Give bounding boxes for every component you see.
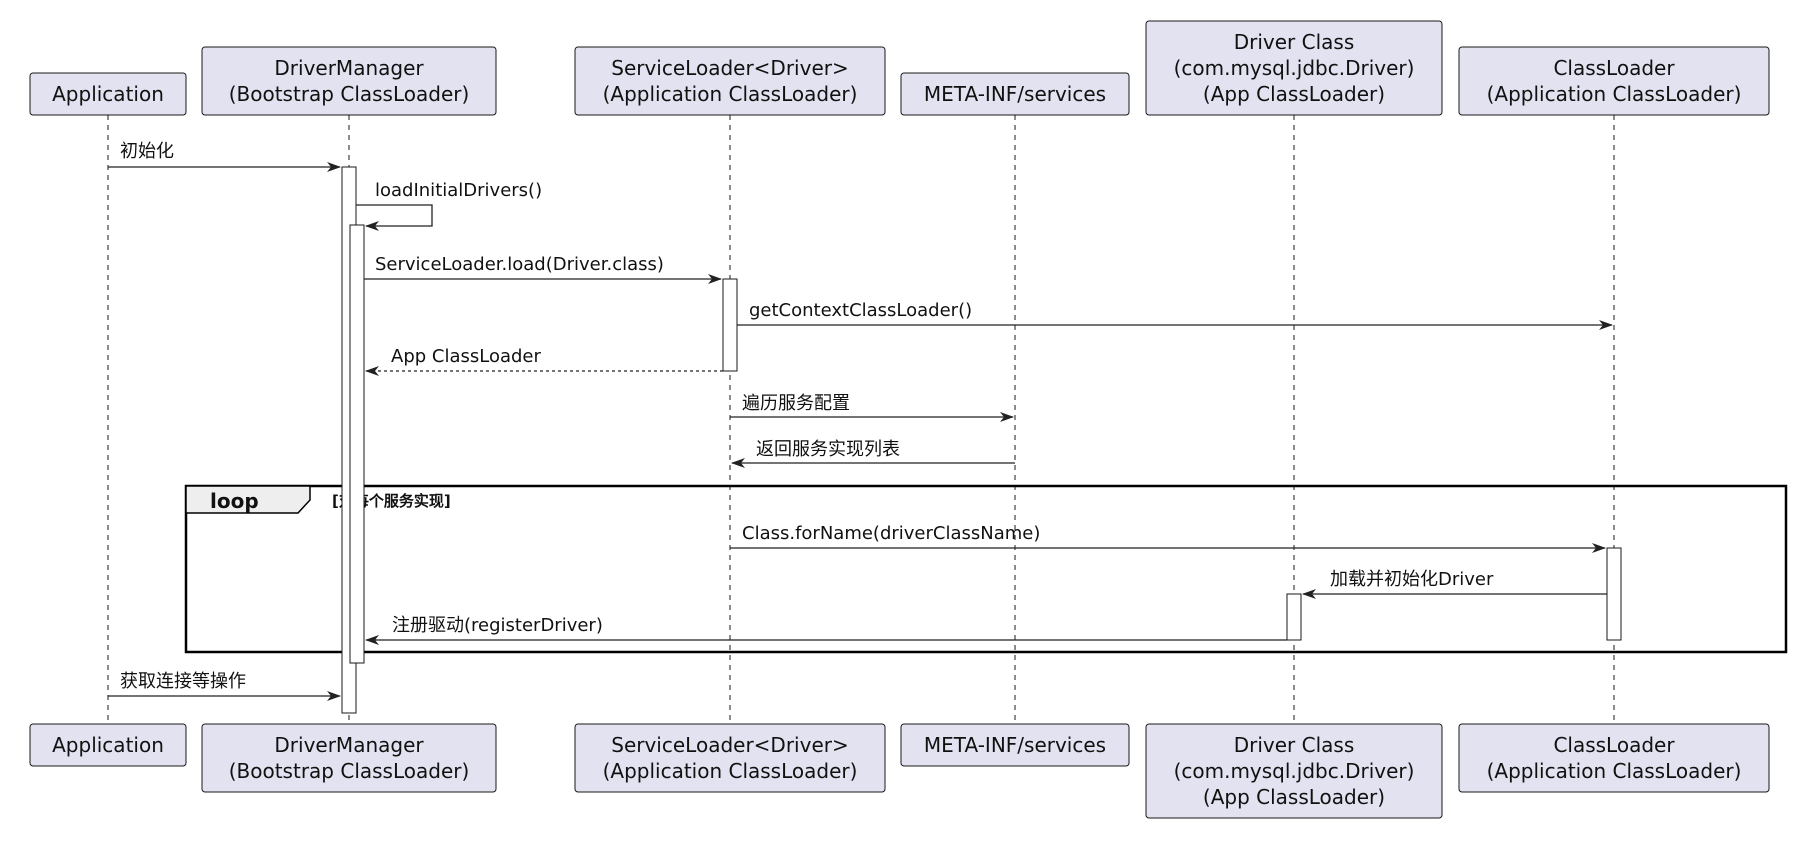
participant-dm-bottom: DriverManager(Bootstrap ClassLoader) — [201, 723, 497, 793]
participant-label: (com.mysql.jdbc.Driver) — [1174, 56, 1415, 80]
participant-label: META-INF/services — [924, 82, 1106, 106]
participant-app-top: Application — [29, 72, 187, 116]
participant-box — [1145, 20, 1443, 116]
activation-sl — [722, 278, 738, 372]
participant-label: ServiceLoader<Driver> — [611, 733, 848, 757]
message-load-initial-drivers: loadInitialDrivers() — [356, 180, 542, 231]
participant-label: (Application ClassLoader) — [603, 82, 858, 106]
participant-box — [574, 46, 886, 116]
message-label: ServiceLoader.load(Driver.class) — [375, 254, 664, 275]
participant-box — [574, 723, 886, 793]
loop-tab — [185, 485, 311, 514]
activation-bars — [341, 166, 1622, 714]
message-serviceloader-load: ServiceLoader.load(Driver.class) — [364, 254, 722, 284]
message-label: getContextClassLoader() — [749, 300, 972, 321]
participant-label: (Bootstrap ClassLoader) — [229, 759, 470, 783]
message-load-init-driver: 加载并初始化Driver — [1302, 569, 1607, 599]
participant-label: ClassLoader — [1553, 56, 1675, 80]
message-label: 加载并初始化Driver — [1330, 569, 1494, 590]
participant-app-bottom: Application — [29, 723, 187, 767]
participant-label: DriverManager — [274, 733, 424, 757]
participant-label: ClassLoader — [1553, 733, 1675, 757]
loop-fragment: loop[对每个服务实现] — [184, 484, 1788, 654]
participant-label: (Bootstrap ClassLoader) — [229, 82, 470, 106]
message-arrow — [356, 204, 433, 231]
message-label: 遍历服务配置 — [742, 393, 850, 414]
message-label: Class.forName(driverClassName) — [742, 523, 1040, 544]
participant-box — [1458, 46, 1770, 116]
participant-box — [201, 46, 497, 116]
message-iterate-config: 遍历服务配置 — [730, 393, 1014, 422]
participant-label: Driver Class — [1234, 733, 1355, 757]
participant-sl-top: ServiceLoader<Driver>(Application ClassL… — [574, 46, 886, 116]
participant-box — [29, 72, 187, 116]
activation-cl — [1606, 547, 1622, 641]
message-label: loadInitialDrivers() — [375, 180, 542, 201]
participant-label: (Application ClassLoader) — [603, 759, 858, 783]
participant-meta-bottom: META-INF/services — [900, 723, 1130, 767]
loop-frame — [184, 484, 1788, 654]
lifelines — [107, 115, 1615, 724]
messages: 初始化 loadInitialDrivers() ServiceLoader.loa… — [108, 141, 1613, 701]
message-get-context-classloader: getContextClassLoader() — [737, 300, 1613, 330]
participant-label: Driver Class — [1234, 30, 1355, 54]
message-label: 注册驱动(registerDriver) — [392, 615, 603, 636]
participant-cl-bottom: ClassLoader(Application ClassLoader) — [1458, 723, 1770, 793]
message-init: 初始化 — [108, 141, 341, 172]
participant-label: DriverManager — [274, 56, 424, 80]
participant-label: (App ClassLoader) — [1203, 82, 1385, 106]
participant-label: (Application ClassLoader) — [1487, 82, 1742, 106]
participant-label: (com.mysql.jdbc.Driver) — [1174, 759, 1415, 783]
participant-label: Application — [52, 82, 164, 106]
loop-keyword: loop — [210, 489, 259, 513]
participant-cl-top: ClassLoader(Application ClassLoader) — [1458, 46, 1770, 116]
participant-label: META-INF/services — [924, 733, 1106, 757]
participant-label: Application — [52, 733, 164, 757]
message-label: App ClassLoader — [391, 346, 541, 367]
participant-drv-bottom: Driver Class(com.mysql.jdbc.Driver)(App … — [1145, 723, 1443, 819]
participant-label: (Application ClassLoader) — [1487, 759, 1742, 783]
message-label: 返回服务实现列表 — [756, 439, 900, 460]
participant-sl-bottom: ServiceLoader<Driver>(Application ClassL… — [574, 723, 886, 793]
participant-drv-top: Driver Class(com.mysql.jdbc.Driver)(App … — [1145, 20, 1443, 116]
activation-drv — [1286, 593, 1302, 641]
message-get-connection: 获取连接等操作 — [108, 671, 341, 701]
message-return-impl-list: 返回服务实现列表 — [731, 439, 1015, 468]
participant-box — [29, 723, 187, 767]
message-label: 获取连接等操作 — [120, 671, 246, 692]
participant-meta-top: META-INF/services — [900, 72, 1130, 116]
message-class-forname: Class.forName(driverClassName) — [730, 523, 1606, 553]
participants: ApplicationApplicationDriverManager(Boot… — [29, 20, 1770, 819]
participant-box — [1458, 723, 1770, 793]
participant-box — [201, 723, 497, 793]
message-app-classloader-return: App ClassLoader — [365, 346, 723, 376]
participant-box — [900, 723, 1130, 767]
message-register-driver: 注册驱动(registerDriver) — [365, 615, 1287, 645]
participant-label: ServiceLoader<Driver> — [611, 56, 848, 80]
message-label: 初始化 — [120, 141, 174, 162]
participant-box — [900, 72, 1130, 116]
participant-dm-top: DriverManager(Bootstrap ClassLoader) — [201, 46, 497, 116]
activation-dm-inner — [349, 224, 365, 664]
participant-label: (App ClassLoader) — [1203, 785, 1385, 809]
participant-box — [1145, 723, 1443, 819]
